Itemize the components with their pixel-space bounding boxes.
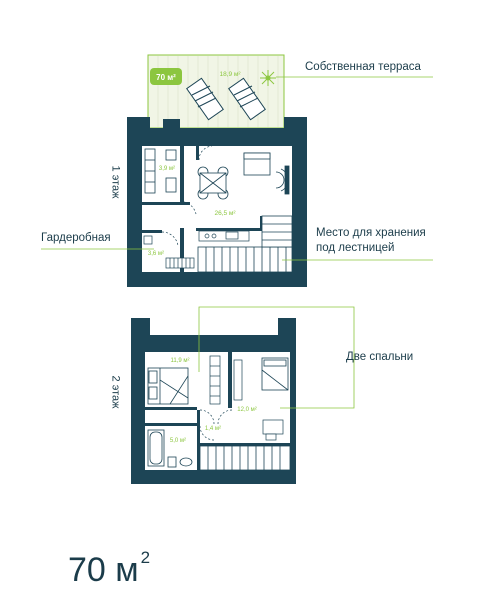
floor1-label: 1 этаж (109, 165, 122, 199)
total-area-value: 70 м (68, 551, 139, 589)
plant-icon (260, 70, 276, 86)
floor2-doors (199, 409, 233, 441)
sun-lounger-icon (228, 77, 266, 121)
terrace: 70 м² 18,9 м² (147, 54, 285, 139)
area-badge-text: 70 м² (156, 73, 176, 82)
floor2-interior-walls (145, 352, 290, 470)
dining-table-icon (197, 166, 229, 200)
floor2: 11,9 м² 12,0 м² 5,0 м² 1,4 м² (131, 318, 296, 484)
total-area-unit-sup: 2 (140, 548, 151, 567)
bath2-area-label: 5,0 м² (170, 438, 186, 444)
living-area-label: 26,5 м² (214, 210, 236, 217)
terrace-callout: Собственная терраса (305, 61, 421, 73)
staircase-floor2 (199, 445, 291, 471)
bedroom2-area-label: 12,0 м² (237, 407, 256, 413)
floor1-doors (161, 145, 213, 247)
staircase-floor1 (197, 215, 293, 273)
area-badge (150, 68, 182, 85)
terrace-area (147, 54, 285, 129)
storage-callout-line1: Место для хранения (316, 227, 426, 239)
bedroom2-closet (233, 359, 243, 401)
bath-area-label: 3,9 м² (159, 166, 175, 172)
floor1: 3,9 м² (127, 117, 307, 287)
storage-callout: Место для хранения под лестницей (316, 226, 426, 256)
wardrobe-area-label: 3,6 м² (148, 251, 164, 257)
desk-icon (262, 419, 284, 441)
floor2-label: 2 этаж (109, 375, 122, 409)
hall-area-label: 1,4 м² (205, 426, 221, 432)
bed-icon (261, 357, 289, 391)
bathtub-icon (147, 429, 193, 468)
sun-lounger-icon (186, 77, 224, 121)
wardrobe-fixtures (143, 235, 195, 269)
wardrobe-floor2 (209, 355, 221, 405)
terrace-area-label: 18,9 м² (219, 71, 241, 78)
floor1-interior-walls (142, 146, 292, 272)
callout-lines (41, 76, 433, 409)
bedrooms-callout: Две спальни (346, 351, 414, 363)
wardrobe-callout: Гардеробная (41, 232, 111, 244)
bedrooms-callout-line (198, 306, 355, 409)
kitchen (198, 230, 250, 242)
bath-fixtures (144, 148, 177, 194)
floor1-outer-wall (127, 117, 307, 287)
storage-callout-line2: под лестницей (316, 242, 395, 254)
bedroom1-area-label: 11,9 м² (170, 358, 189, 364)
tv-icon (275, 165, 290, 195)
bed-icon (147, 367, 189, 405)
sofa-icon (243, 152, 271, 176)
floor2-outer-wall (131, 318, 296, 484)
